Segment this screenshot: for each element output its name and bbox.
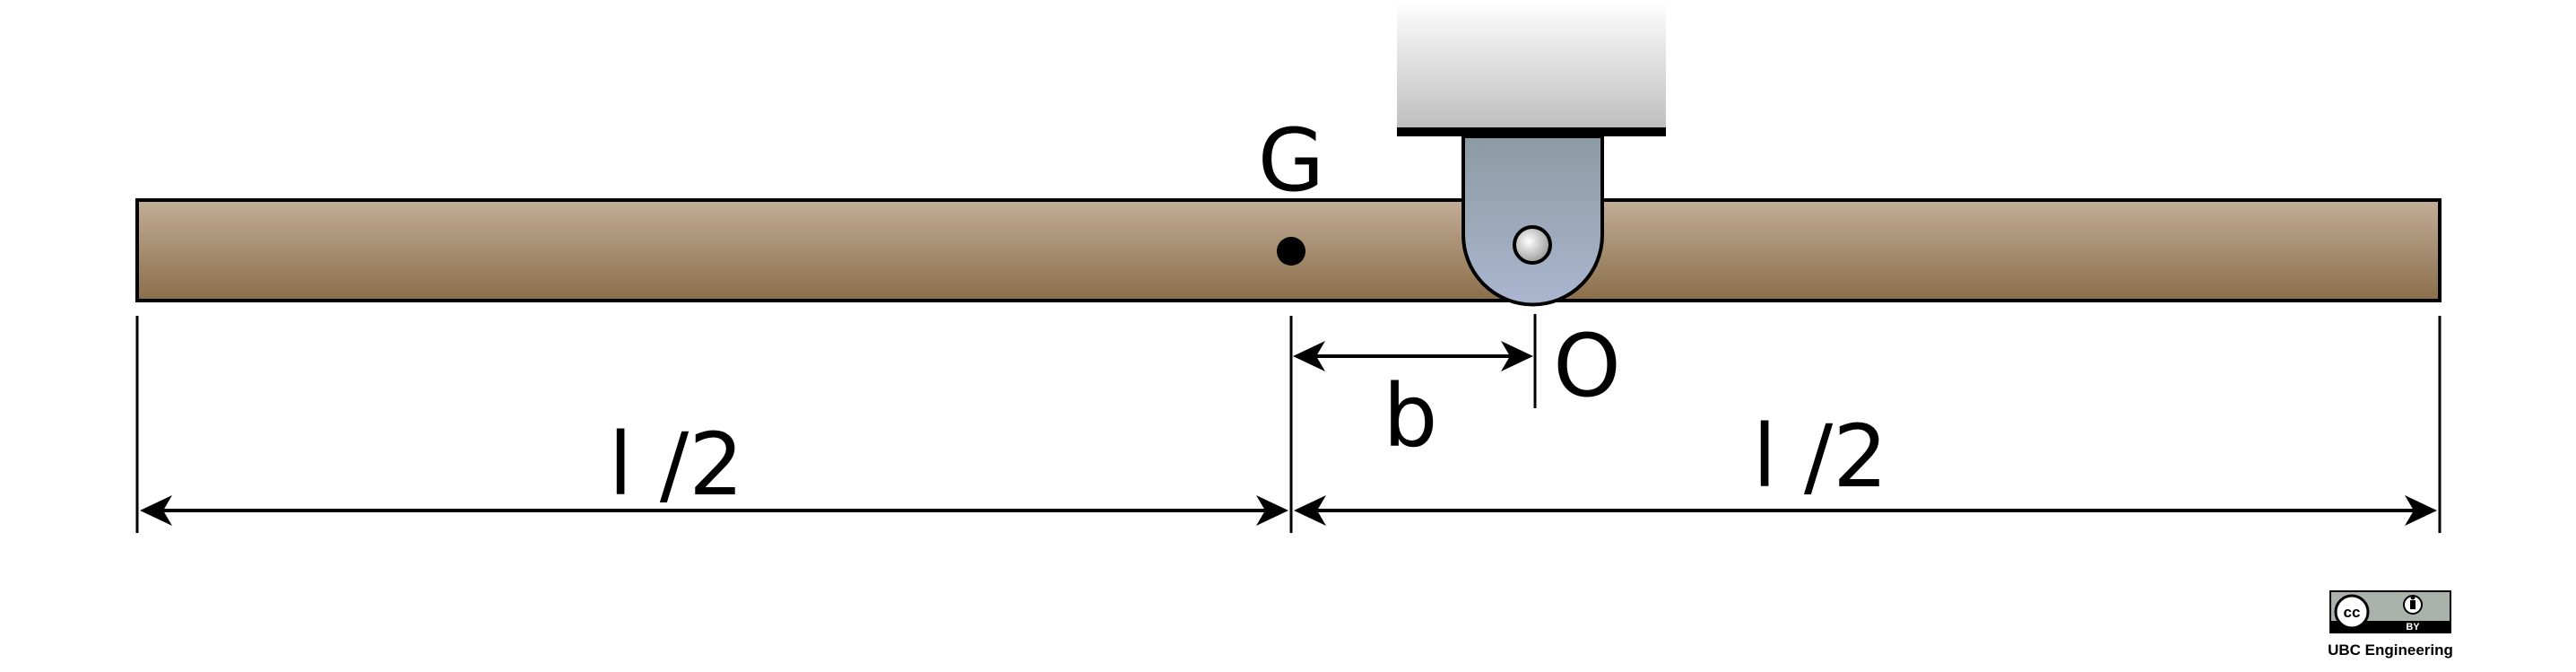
- label-G: G: [1258, 110, 1324, 211]
- cc-badge-text: cc: [2344, 604, 2361, 621]
- ceiling-edge: [1397, 127, 1666, 136]
- credit-text: UBC Engineering: [2328, 641, 2453, 659]
- center-of-mass-dot: [1277, 237, 1305, 266]
- dimension-left-arrow-end: [1256, 495, 1288, 526]
- pivot-bracket: [1461, 135, 1604, 307]
- dimension-b-arrow-right: [1501, 341, 1533, 371]
- ceiling-support: [1397, 0, 1666, 131]
- pivot-pin: [1513, 225, 1552, 265]
- dimension-left-arrow-start: [140, 495, 172, 526]
- dimension-right-arrow-start: [1294, 495, 1326, 526]
- label-right-half: l /2: [1753, 406, 1888, 507]
- cc-icon: [2334, 594, 2370, 630]
- label-left-half: l /2: [609, 415, 744, 515]
- label-b: b: [1383, 366, 1438, 467]
- license-badge: cc BY UBC Engineering: [2328, 590, 2453, 659]
- dimension-b-arrow-left: [1293, 341, 1325, 371]
- dimension-right-arrow-end: [2405, 495, 2437, 526]
- label-O: O: [1553, 316, 1621, 416]
- by-badge-text: BY: [2406, 622, 2420, 633]
